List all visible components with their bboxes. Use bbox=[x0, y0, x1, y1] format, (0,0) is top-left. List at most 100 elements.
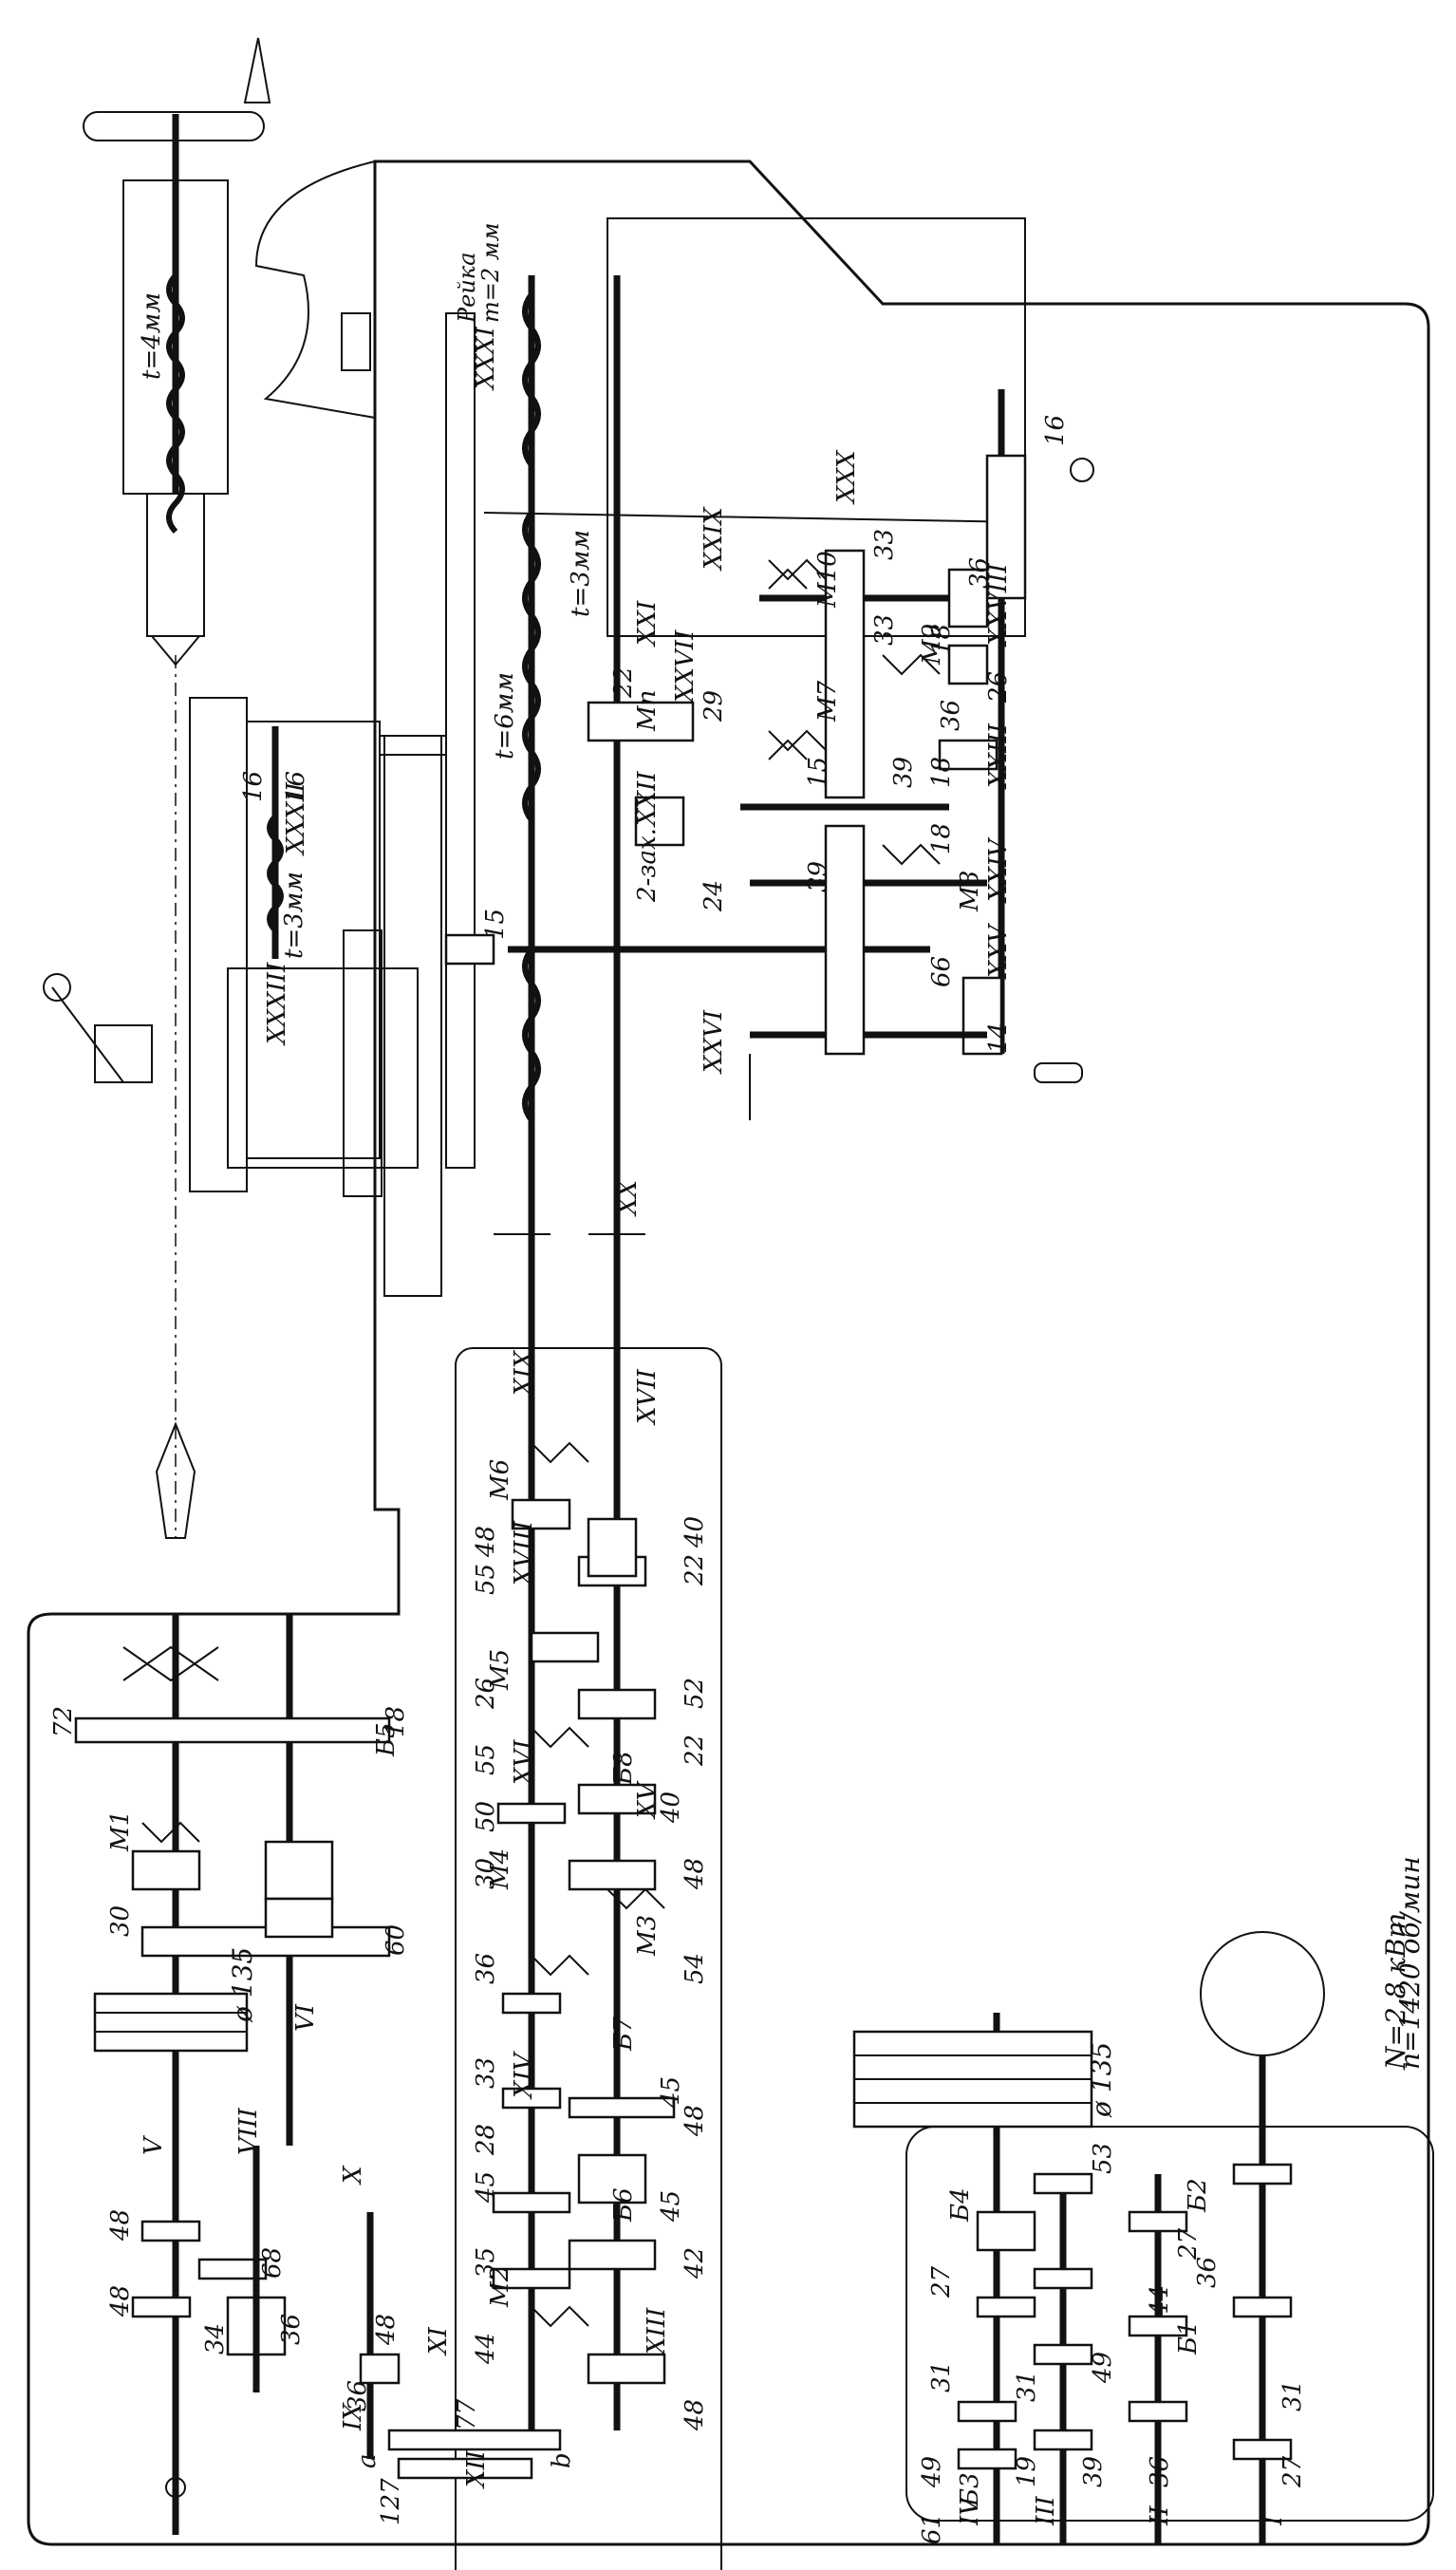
gear-teeth: 18 bbox=[927, 624, 956, 655]
shaft-label-XIII: XIII bbox=[643, 2307, 671, 2356]
gear-teeth: 36 bbox=[937, 700, 965, 731]
letter-b: b bbox=[548, 2452, 576, 2468]
block-label-b4: Б4 bbox=[946, 2187, 975, 2223]
gear-teeth: 45 bbox=[657, 2190, 685, 2223]
shaft-label-XXVIII: XXVIII bbox=[984, 563, 1013, 647]
gear-teeth: 35 bbox=[472, 2247, 500, 2279]
gear-teeth: 28 bbox=[472, 2124, 500, 2156]
clutch-label-M7: M7 bbox=[813, 680, 842, 722]
gear-teeth: 15 bbox=[481, 909, 510, 940]
clutch-label-Mn: Mп bbox=[633, 690, 662, 732]
tailstock: t=4мм bbox=[83, 37, 271, 666]
cross-slide: t=3мм bbox=[43, 697, 419, 1197]
gear-teeth: 77 bbox=[453, 2398, 481, 2430]
shaft-label-VIII: VIII bbox=[234, 2108, 263, 2155]
block-label-b1: Б1 bbox=[1174, 2320, 1203, 2355]
gear-teeth: 36 bbox=[1193, 2257, 1222, 2288]
gear-teeth: 31 bbox=[927, 2361, 956, 2392]
shaft-label-XXXII: XXXII bbox=[282, 781, 310, 856]
gear-teeth: 127 bbox=[377, 2478, 405, 2525]
gear-teeth: 36 bbox=[965, 557, 994, 589]
gear-teeth: 16 bbox=[282, 771, 310, 802]
gear-teeth: 44 bbox=[1146, 2285, 1174, 2317]
gear-teeth: 36 bbox=[472, 1953, 500, 1984]
gear-teeth: 26 bbox=[472, 1678, 500, 1710]
feed-box bbox=[492, 1233, 676, 2430]
shaft-label-X: X bbox=[339, 2165, 367, 2185]
gear-teeth: 52 bbox=[681, 1678, 709, 1709]
gear-teeth: 27 bbox=[927, 2265, 956, 2298]
shaft-label-II: II bbox=[1146, 2505, 1174, 2526]
gear-teeth: 48 bbox=[106, 2209, 135, 2242]
shaft-label-XIV: XIV bbox=[510, 2051, 538, 2100]
gear-teeth: 30 bbox=[106, 1905, 135, 1937]
gear-teeth: 19 bbox=[1013, 2456, 1041, 2487]
shaft-label-XXVII: XXVII bbox=[671, 629, 700, 704]
gear-teeth: 33 bbox=[870, 529, 899, 560]
clutch-label-M4: M4 bbox=[486, 1848, 514, 1890]
tailstock-pitch-label: t=4мм bbox=[138, 292, 166, 380]
shaft-label-XV: XV bbox=[633, 1780, 662, 1820]
gear-teeth: 22 bbox=[681, 1554, 709, 1586]
gear-teeth: 48 bbox=[372, 2314, 401, 2346]
gear-teeth: 55 bbox=[472, 1744, 500, 1775]
gear-teeth: 33 bbox=[870, 614, 899, 646]
shaft-label-XXXIII: XXXIII bbox=[263, 962, 291, 1046]
gear-teeth: 27 bbox=[1174, 2227, 1203, 2260]
gear-teeth: 14 bbox=[984, 1022, 1013, 1054]
pulley-diameter-bottom: ø 135 bbox=[1086, 2042, 1117, 2118]
speed-box bbox=[852, 1931, 1325, 2544]
shaft-label-XXII: XXII bbox=[633, 771, 662, 828]
gear-teeth: 16 bbox=[1041, 415, 1070, 446]
clutch-label-M2: M2 bbox=[486, 2266, 514, 2308]
shaft-label-VI: VI bbox=[291, 2003, 320, 2032]
gear-teeth: 68 bbox=[258, 2247, 287, 2279]
gear-teeth: 30 bbox=[472, 1858, 500, 1889]
shaft-label-I: I bbox=[1260, 2515, 1288, 2526]
block-label-b7: Б7 bbox=[609, 2017, 638, 2052]
gear-teeth: 39 bbox=[1079, 2456, 1108, 2487]
gear-teeth: 18 bbox=[927, 823, 956, 854]
rack-module: m=2 мм bbox=[477, 222, 504, 323]
clutch-label-M9: M9 bbox=[918, 624, 946, 666]
shaft-label-XXIX: XXIX bbox=[700, 506, 728, 572]
shaft-label-V: V bbox=[140, 2135, 168, 2155]
gear-teeth: 24 bbox=[700, 880, 728, 912]
shaft-label-XX: XX bbox=[614, 1178, 643, 1217]
headstock bbox=[74, 1614, 562, 2535]
gear-teeth: 22 bbox=[609, 666, 638, 699]
gear-teeth: 49 bbox=[918, 2456, 946, 2488]
shaft-label-XVII: XVII bbox=[633, 1368, 662, 1426]
gear-teeth: 39 bbox=[889, 757, 918, 788]
gear-teeth: 66 bbox=[927, 956, 956, 987]
gear-teeth: 15 bbox=[804, 757, 832, 788]
shaft-label-XVI: XVI bbox=[510, 1739, 538, 1787]
gear-teeth: 50 bbox=[472, 1801, 500, 1832]
gear-teeth: 36 bbox=[344, 2380, 372, 2411]
gear-teeth: 34 bbox=[201, 2323, 230, 2354]
rack-and-screws: Рейка m=2 мм t=6мм t=3мм bbox=[444, 222, 1026, 1386]
gear-teeth: 54 bbox=[681, 1953, 709, 1984]
gear-teeth: 49 bbox=[1089, 2352, 1117, 2384]
rack-name: Рейка bbox=[454, 253, 480, 324]
gear-teeth: 29 bbox=[700, 690, 728, 722]
clutch-label-M6: M6 bbox=[486, 1459, 514, 1501]
clutch-label-M5: M5 bbox=[486, 1649, 514, 1691]
shaft-label-XII: XII bbox=[462, 2449, 491, 2489]
shaft-label-XIX: XIX bbox=[510, 1349, 538, 1398]
shaft-label-IX: IX bbox=[339, 2402, 367, 2431]
shaft-label-XXIII: XXIII bbox=[984, 722, 1013, 790]
gear-teeth: 18 bbox=[382, 1706, 410, 1737]
electric-motor bbox=[1200, 1931, 1325, 2056]
gear-teeth: 39 bbox=[804, 861, 832, 892]
shaft-label-XVIII: XVIII bbox=[510, 1520, 538, 1587]
gear-teeth: 45 bbox=[657, 2076, 685, 2109]
gear-teeth: 27 bbox=[1279, 2455, 1307, 2488]
gear-teeth: 16 bbox=[239, 771, 268, 802]
gear-teeth: 48 bbox=[681, 1858, 709, 1890]
gear-teeth: 44 bbox=[472, 2333, 500, 2365]
labels: N=2,8 кВт n=1420 об/мин ø 135 ø 135 2-за… bbox=[49, 326, 1426, 2544]
cross-slide-pitch-label: t=3мм bbox=[280, 872, 308, 959]
gear-teeth: 42 bbox=[681, 2247, 709, 2279]
clutch-label-M10: M10 bbox=[813, 551, 842, 609]
